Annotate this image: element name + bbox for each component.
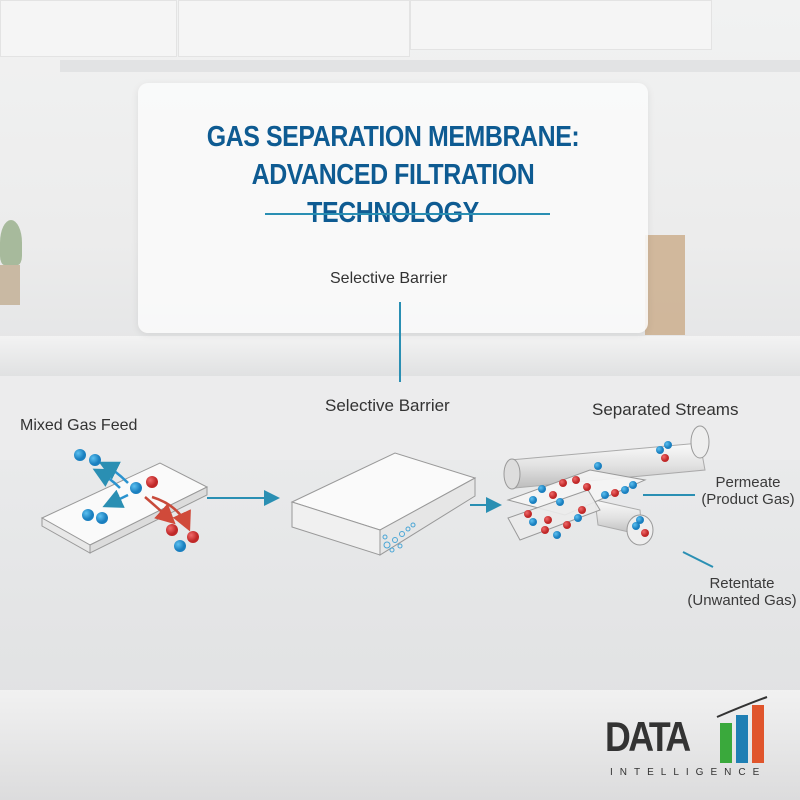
separated-streams-label: Separated Streams bbox=[592, 400, 739, 419]
permeate-title: Permeate bbox=[715, 474, 781, 491]
permeate-label: Permeate (Product Gas) bbox=[693, 474, 800, 508]
background-knife-block bbox=[645, 235, 685, 335]
separator-assembly bbox=[503, 425, 710, 546]
retentate-label: Retentate (Unwanted Gas) bbox=[682, 575, 800, 609]
retentate-leader-line bbox=[682, 551, 714, 568]
background-cabinet bbox=[410, 0, 712, 50]
logo-word: DATA bbox=[605, 713, 691, 760]
feed-molecules bbox=[74, 449, 199, 552]
title-divider bbox=[265, 213, 550, 215]
retentate-subtitle: (Unwanted Gas) bbox=[687, 592, 797, 609]
logo-bars-icon bbox=[716, 696, 768, 763]
page-title: GAS SEPARATION MEMBRANE: ADVANCED FILTRA… bbox=[174, 118, 613, 232]
title-line-1: GAS SEPARATION MEMBRANE: bbox=[206, 121, 580, 153]
background-cabinet bbox=[178, 0, 410, 57]
permeate-subtitle: (Product Gas) bbox=[701, 491, 795, 508]
feed-membrane-plate bbox=[40, 462, 209, 554]
background-cabinet bbox=[0, 0, 177, 57]
background-plant bbox=[0, 220, 22, 305]
retentate-title: Retentate bbox=[709, 575, 775, 592]
selective-barrier-box bbox=[290, 452, 477, 556]
card-selective-barrier-label: Selective Barrier bbox=[330, 270, 448, 287]
mixed-gas-feed-label: Mixed Gas Feed bbox=[20, 417, 138, 434]
connector-line bbox=[399, 302, 401, 382]
logo-tagline: INTELLIGENCE bbox=[610, 767, 767, 778]
background-counter-edge bbox=[0, 690, 800, 800]
background-shelf bbox=[60, 60, 800, 72]
selective-barrier-label: Selective Barrier bbox=[325, 396, 450, 415]
title-card bbox=[138, 83, 648, 333]
data-intelligence-logo: DATA INTELLIGENCE bbox=[605, 695, 780, 785]
